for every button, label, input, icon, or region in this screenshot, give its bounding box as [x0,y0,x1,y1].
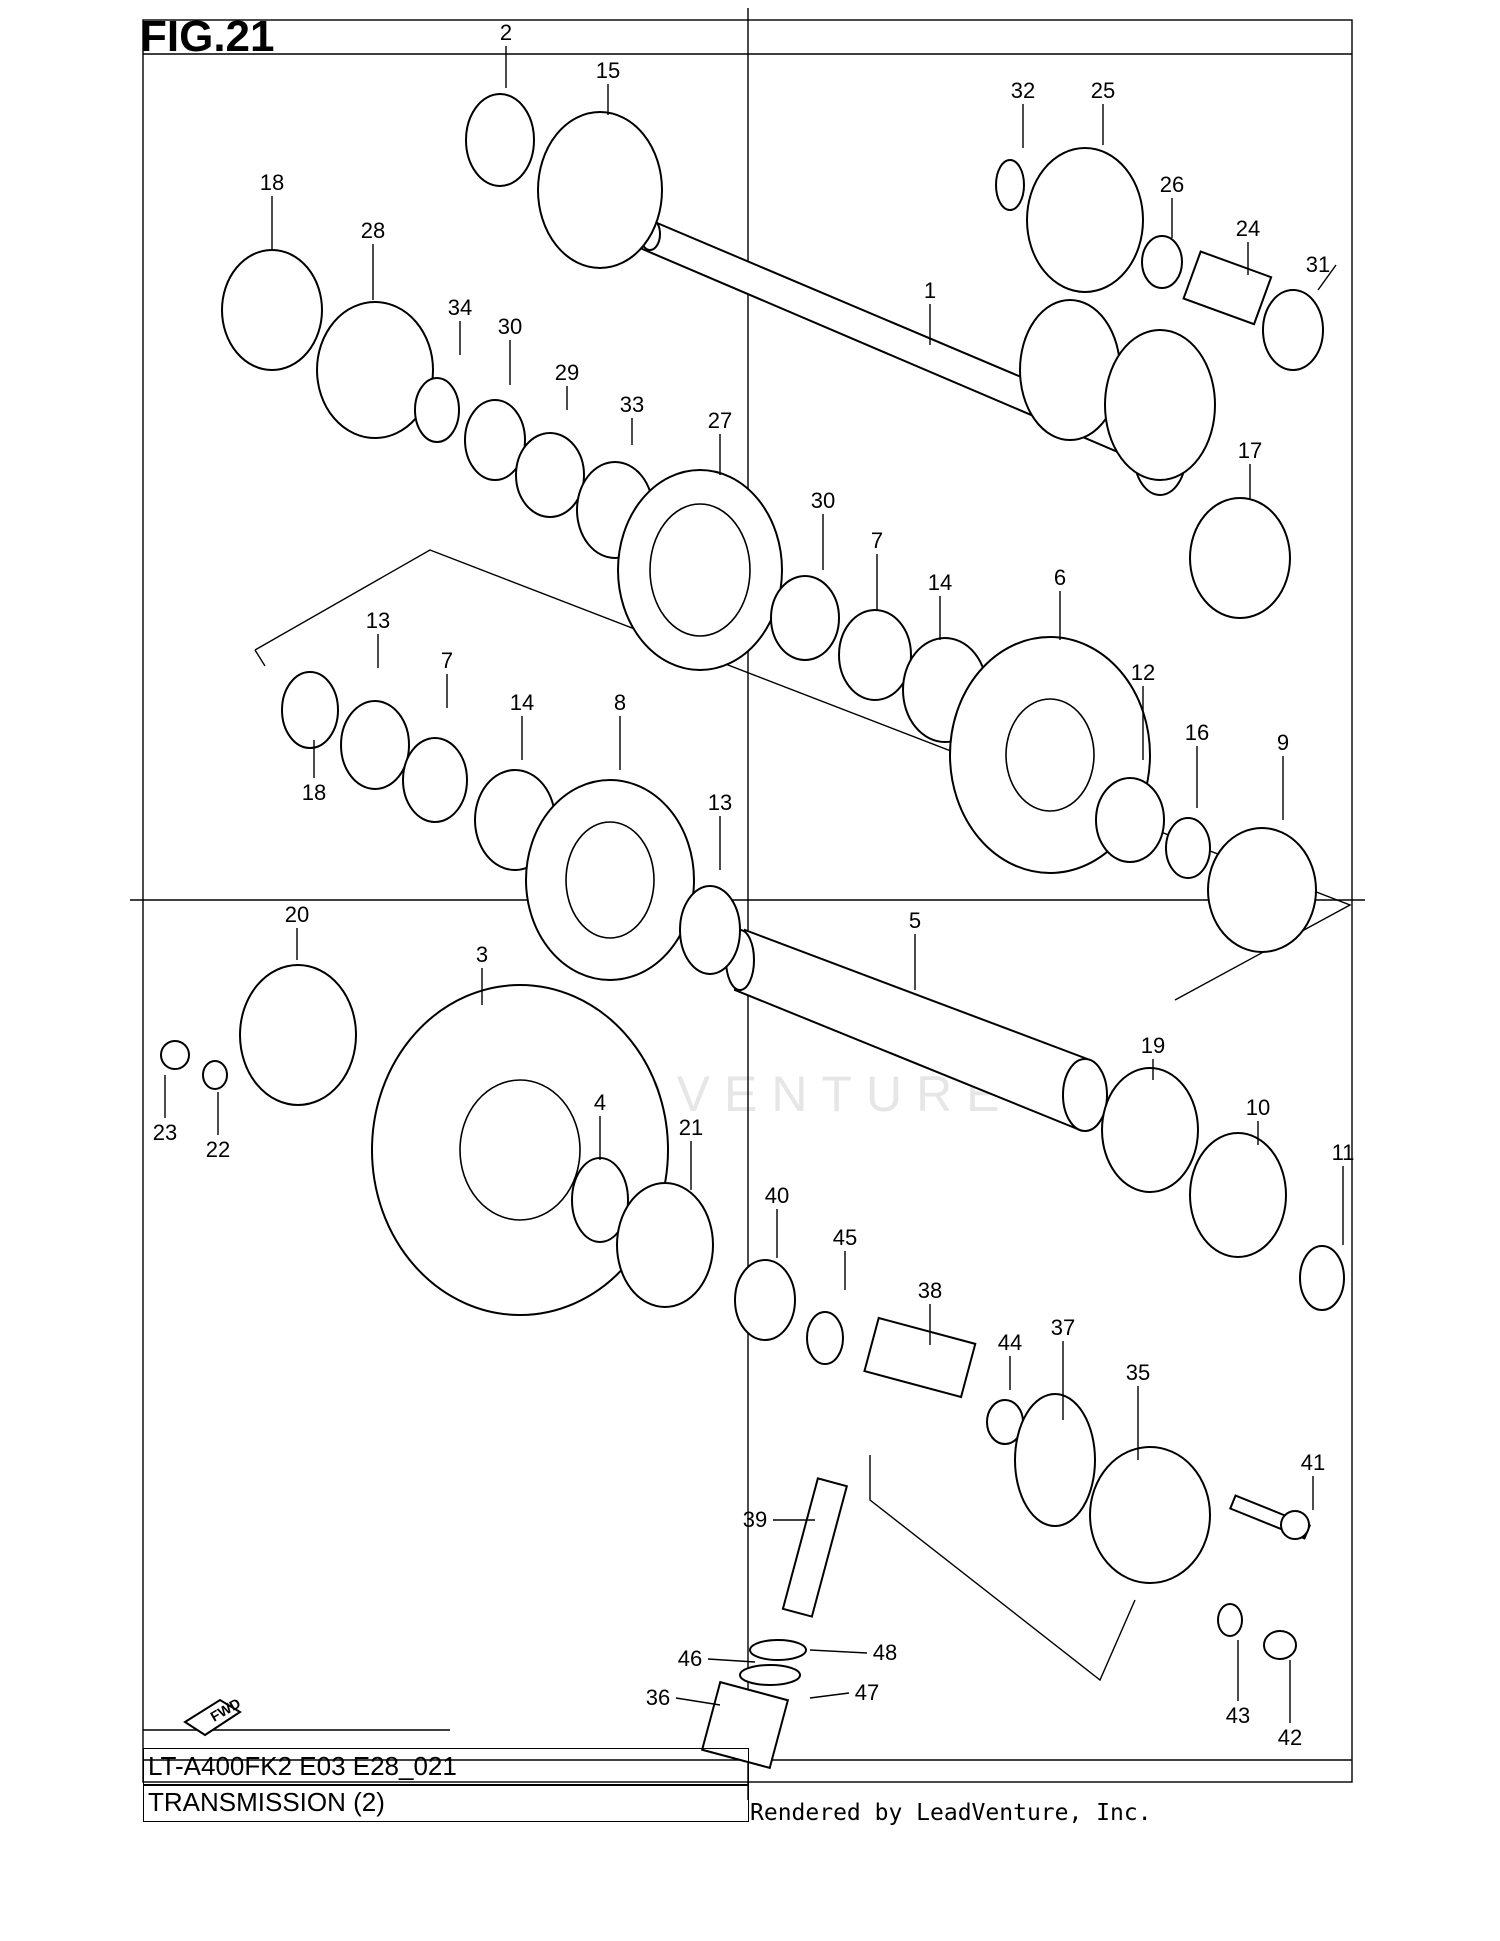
callout-label-9: 9 [1277,730,1289,755]
assembly-outline-b [254,649,266,667]
assembly-outline-c [869,1455,1136,1682]
callout-label-41: 41 [1301,1450,1325,1475]
callout-label-7: 7 [441,648,453,673]
callout-label-1: 1 [924,278,936,303]
callout-label-32: 32 [1011,78,1035,103]
callout-label-3: 3 [476,942,488,967]
model-code-box: LT-A400FK2 E03 E28_021 [143,1748,749,1786]
callout-label-39: 39 [743,1507,767,1532]
callout-label-20: 20 [285,902,309,927]
callout-leader-31 [1317,264,1337,291]
callout-label-45: 45 [833,1225,857,1250]
callout-label-46: 46 [678,1646,702,1671]
callout-label-40: 40 [765,1183,789,1208]
callout-label-15: 15 [596,58,620,83]
callout-label-27: 27 [708,408,732,433]
callout-label-18: 18 [302,780,326,805]
callout-label-30: 30 [811,488,835,513]
callout-label-4: 4 [594,1090,606,1115]
callout-label-2: 2 [500,20,512,45]
callout-label-6: 6 [1054,565,1066,590]
callout-label-17: 17 [1238,438,1262,463]
callout-label-19: 19 [1141,1033,1165,1058]
driveshaft-5 [725,928,1108,1132]
callout-label-5: 5 [909,908,921,933]
callout-label-16: 16 [1185,720,1209,745]
callout-label-14: 14 [928,570,952,595]
callout-label-12: 12 [1131,660,1155,685]
callout-label-29: 29 [555,360,579,385]
callout-label-21: 21 [679,1115,703,1140]
part-shapes [160,93,1345,1770]
callout-label-25: 25 [1091,78,1115,103]
callout-label-28: 28 [361,218,385,243]
callout-label-37: 37 [1051,1315,1075,1340]
callout-label-23: 23 [153,1120,177,1145]
section-name-box: TRANSMISSION (2) [143,1784,749,1822]
callout-label-22: 22 [206,1137,230,1162]
callout-label-8: 8 [614,690,626,715]
section-name: TRANSMISSION (2) [148,1787,385,1817]
callout-label-34: 34 [448,295,472,320]
callout-label-10: 10 [1246,1095,1270,1120]
callout-label-18: 18 [260,170,284,195]
callout-leader-36 [675,1697,721,1706]
callout-label-26: 26 [1160,172,1184,197]
callout-leader-48 [809,1649,868,1654]
callout-label-35: 35 [1126,1360,1150,1385]
callout-label-44: 44 [998,1330,1022,1355]
callout-label-33: 33 [620,392,644,417]
callout-label-7: 7 [871,528,883,553]
model-code: LT-A400FK2 E03 E28_021 [148,1751,457,1781]
callout-label-13: 13 [708,790,732,815]
callout-label-31: 31 [1306,252,1330,277]
callout-label-48: 48 [873,1640,897,1665]
callout-leader-47 [809,1692,850,1699]
callout-label-24: 24 [1236,216,1260,241]
callout-label-47: 47 [855,1680,879,1705]
callout-label-42: 42 [1278,1725,1302,1750]
callout-label-43: 43 [1226,1703,1250,1728]
render-credit: Rendered by LeadVenture, Inc. [750,1800,1152,1826]
callout-label-30: 30 [498,314,522,339]
callout-label-11: 11 [1332,1140,1355,1165]
callout-leader-46 [707,1658,756,1663]
callout-label-38: 38 [918,1278,942,1303]
callout-label-36: 36 [646,1685,670,1710]
callout-label-14: 14 [510,690,534,715]
callout-label-13: 13 [366,608,390,633]
